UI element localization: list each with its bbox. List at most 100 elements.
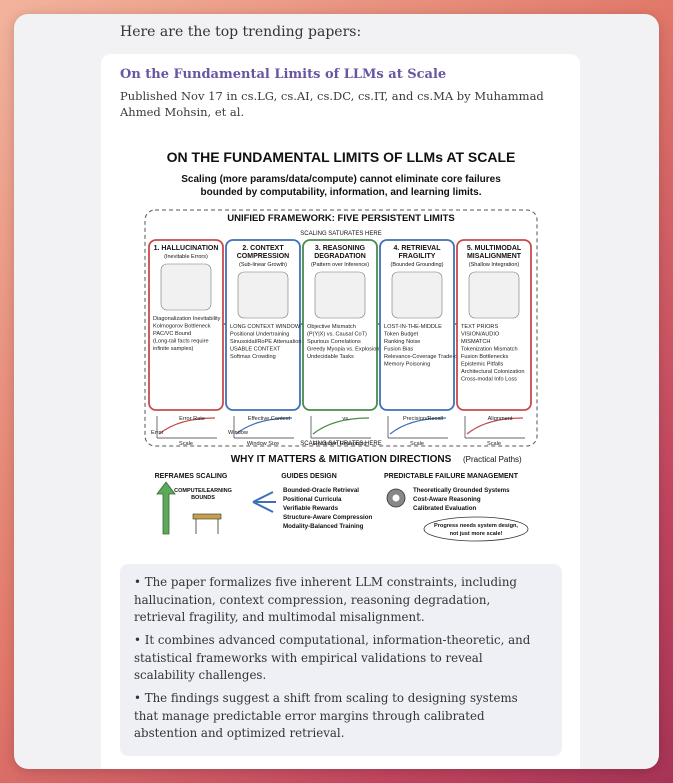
limit-item: Memory Poisoning xyxy=(384,362,430,368)
limit-subtitle: (Pattern over Inference) xyxy=(311,262,369,268)
limit-item: Relevance-Coverage Trade-off xyxy=(384,354,461,360)
chat-window: Here are the top trending papers: On the… xyxy=(14,14,659,769)
limit-illustration xyxy=(161,264,211,310)
cloud-bubble xyxy=(424,517,528,541)
limit-subtitle: (Inevitable Errors) xyxy=(164,254,208,260)
limit-item: Ranking Noise xyxy=(384,339,420,345)
limit-item: infinite samples) xyxy=(153,346,194,352)
limit-item: Undecidable Tasks xyxy=(307,354,354,360)
design-item: Positional Curricula xyxy=(283,496,342,503)
limit-panel: 3. REASONINGDEGRADATION (Pattern over Inf… xyxy=(303,240,379,447)
cloud-text-line-1: Progress needs system design, xyxy=(434,523,518,529)
limit-item: LONG CONTEXT WINDOW xyxy=(230,324,301,330)
limit-axis-x: Scale xyxy=(410,441,424,447)
framework-title: UNIFIED FRAMEWORK: FIVE PERSISTENT LIMIT… xyxy=(227,213,454,224)
limit-illustration xyxy=(392,272,442,318)
limit-item: Architectural Colonization xyxy=(461,369,524,375)
paper-title[interactable]: On the Fundamental Limits of LLMs at Sca… xyxy=(120,67,446,82)
limit-item: Greedy Myopia vs. Explosion xyxy=(307,347,379,353)
col-reframes-item-2: BOUNDS xyxy=(191,495,215,501)
limit-title: 5. MULTIMODAL xyxy=(467,245,522,252)
limit-title: 3. REASONING xyxy=(315,245,366,252)
limit-item: Spurious Correlations xyxy=(307,339,361,345)
limit-subtitle: (Shallow Integration) xyxy=(469,262,520,268)
limit-subtitle: (Bounded Grounding) xyxy=(391,262,444,268)
design-item: Verifiable Rewards xyxy=(283,505,339,512)
summary-bullet: • The paper formalizes five inherent LLM… xyxy=(134,574,534,627)
limit-item: Cross-modal Info Loss xyxy=(461,377,517,383)
summary-bullet: • It combines advanced computational, in… xyxy=(134,632,534,685)
failure-item: Theoretically Grounded Systems xyxy=(413,487,510,494)
why-title: WHY IT MATTERS & MITIGATION DIRECTIONS xyxy=(231,454,452,465)
failure-item: Calibrated Evaluation xyxy=(413,505,476,512)
up-arrow-icon xyxy=(157,482,175,534)
limit-item: Sinusoidal/RoPE Attenuation xyxy=(230,339,302,345)
limit-title: 1. HALLUCINATION xyxy=(154,245,219,252)
limit-curve xyxy=(313,418,369,434)
design-item: Bounded-Oracle Retrieval xyxy=(283,487,359,494)
figure-heading: ON THE FUNDAMENTAL LIMITS OF LLMs AT SCA… xyxy=(167,149,516,165)
limit-curve-label: Error Rate xyxy=(179,416,205,422)
limit-title: 2. CONTEXT xyxy=(242,245,284,252)
why-sub: (Practical Paths) xyxy=(463,455,522,464)
limit-item: Softmax Crowding xyxy=(230,354,276,360)
paper-figure: ON THE FUNDAMENTAL LIMITS OF LLMs AT SCA… xyxy=(141,142,541,554)
limit-curve-label: Alignment xyxy=(488,416,513,422)
limit-item: Token Budget xyxy=(384,332,419,338)
limit-curve-label: vs. xyxy=(342,416,350,422)
limit-item: Fusion Bottlenecks xyxy=(461,354,508,360)
limit-axis-x: Scale xyxy=(487,441,501,447)
failure-item: Cost-Aware Reasoning xyxy=(413,496,481,503)
limit-item: Positional Undertraining xyxy=(230,332,289,338)
limit-item: Fusion Bias xyxy=(384,347,413,353)
limit-curve-label: Effective Context xyxy=(248,416,291,422)
col-design-title: GUIDES DESIGN xyxy=(281,473,337,480)
paper-meta: Published Nov 17 in cs.LG, cs.AI, cs.DC,… xyxy=(120,88,560,120)
limit-panel: 1. HALLUCINATION(Inevitable Errors)Diago… xyxy=(149,240,223,447)
limit-axis-x: Window Size xyxy=(247,441,279,447)
figure-subtitle-1: Scaling (more params/data/compute) canno… xyxy=(181,174,501,185)
branch-arrows-icon xyxy=(253,492,276,512)
limit-item: (Long-tail facts require xyxy=(153,339,209,345)
intro-text: Here are the top trending papers: xyxy=(120,24,361,40)
limit-illustration xyxy=(315,272,365,318)
limit-title-2: MISALIGNMENT xyxy=(467,253,522,260)
cloud-text-line-2: not just more scale! xyxy=(450,531,503,537)
limit-subtitle: (Sub-linear Growth) xyxy=(239,262,287,268)
summary-bullet: • The findings suggest a shift from scal… xyxy=(134,690,534,743)
limit-item: PAC/VC Bound xyxy=(153,331,191,337)
barrier-icon xyxy=(193,514,221,519)
limit-curve-label: Precision/Recall xyxy=(403,416,443,422)
design-item: Modality-Balanced Training xyxy=(283,523,364,530)
limit-panels: 1. HALLUCINATION(Inevitable Errors)Diago… xyxy=(149,240,531,447)
limit-item: TEXT PRIORS xyxy=(461,324,498,330)
failure-items: Theoretically Grounded SystemsCost-Aware… xyxy=(413,487,510,512)
limit-item: (P(Y|X) vs. Causal CoT) xyxy=(307,332,367,338)
limit-title-2: FRAGILITY xyxy=(399,253,436,260)
paper-card[interactable]: On the Fundamental Limits of LLMs at Sca… xyxy=(101,54,580,769)
limit-axis-x: Recitation Reasoning xyxy=(313,441,366,447)
limit-item: USABLE CONTEXT xyxy=(230,347,281,353)
design-item: Structure-Aware Compression xyxy=(283,514,373,521)
col-reframes-item-1: COMPUTE/LEARNING xyxy=(174,488,232,494)
limit-item: VISION/AUDIO xyxy=(461,332,500,338)
saturates-top: SCALING SATURATES HERE xyxy=(300,231,381,237)
limit-item: Epistemic Pitfalls xyxy=(461,362,503,368)
limit-axis-y: Error xyxy=(151,430,164,436)
summary-box: • The paper formalizes five inherent LLM… xyxy=(120,564,562,756)
limit-title-2: DEGRADATION xyxy=(314,253,366,260)
limit-title: 4. RETRIEVAL xyxy=(394,245,442,252)
limit-item: Kolmogorov Bottleneck xyxy=(153,324,211,330)
figure-illustration: ON THE FUNDAMENTAL LIMITS OF LLMs AT SCA… xyxy=(141,142,541,554)
col-failure-title: PREDICTABLE FAILURE MANAGEMENT xyxy=(384,473,519,480)
limit-axis-y: Window xyxy=(228,430,249,436)
limit-illustration xyxy=(238,272,288,318)
limit-item: Objective Mismatch xyxy=(307,324,356,330)
col-reframes-title: REFRAMES SCALING xyxy=(155,473,228,480)
limit-illustration xyxy=(469,272,519,318)
limit-axis-x: Scale xyxy=(179,441,193,447)
figure-subtitle-2: bounded by computability, information, a… xyxy=(201,187,482,198)
